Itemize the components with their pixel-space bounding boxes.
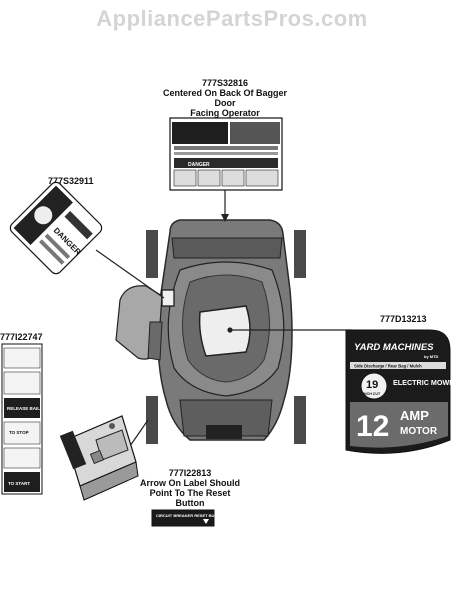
leader-dot <box>227 327 233 333</box>
leader-lines <box>95 190 352 447</box>
center-label-window <box>198 305 251 357</box>
part-777D13213-label: 777D13213 <box>380 314 427 324</box>
inch-cut-text: INCH CUT <box>363 392 381 396</box>
mtd-text: by MTD <box>424 354 439 359</box>
leader-arrowhead <box>221 214 229 222</box>
bagger-top <box>171 237 283 259</box>
switch-box <box>59 415 139 501</box>
electric-mower-text: ELECTRIC MOWER <box>393 378 460 387</box>
part-note-line: Centered On Back Of Bagger <box>162 88 288 98</box>
part-number: 777S32816 <box>201 78 249 88</box>
wheel-front-left <box>146 396 158 444</box>
part-note-line: Button <box>175 498 205 508</box>
cut-size-text: 19 <box>366 379 378 391</box>
wheel-rear-left <box>146 230 158 278</box>
front-slot <box>206 425 242 439</box>
part-note-line: Arrow On Label Should <box>139 478 240 488</box>
chute-hinge <box>147 321 163 361</box>
release-bail-text: RELEASE BAIL <box>7 406 40 411</box>
wheel-front-right <box>294 396 306 444</box>
part-777I22747-label: 777I22747 <box>0 332 43 342</box>
decal-777S32911: DANGER <box>9 181 103 275</box>
deck-small-label <box>161 289 175 307</box>
wheel-rear-right <box>294 230 306 278</box>
part-note-line: Point To The Reset <box>149 488 231 498</box>
leader-777S32911 <box>95 249 165 299</box>
watermark: AppliancePartsPros.com <box>96 6 368 31</box>
amp-word-text: AMP <box>400 408 429 423</box>
to-stop-text: TO STOP <box>9 430 29 435</box>
decal-circuit-breaker: CIRCUIT BREAKER RESET BUTTON <box>151 509 225 527</box>
leader-777I22813 <box>129 419 149 447</box>
front-bumper <box>179 399 273 437</box>
yard-machines-text: YARD MACHINES <box>354 342 434 353</box>
part-777S32911-label: 777S32911 <box>48 176 94 186</box>
motor-word-text: MOTOR <box>400 426 438 437</box>
decal-777S32816: DANGER <box>169 117 283 191</box>
part-note-line: Door <box>214 98 236 108</box>
to-start-text: TO START <box>8 481 30 486</box>
part-777I22813-label: 777I22813 Arrow On Label Should Point To… <box>120 468 260 508</box>
amp-value-text: 12 <box>356 410 389 443</box>
circuit-breaker-text: CIRCUIT BREAKER RESET BUTTON <box>156 513 225 518</box>
side-discharge-text: Side Discharge / Rear Bag / Mulch <box>354 364 422 369</box>
part-note-line: Facing Operator <box>190 108 260 118</box>
decal-777I22747: RELEASE BAIL TO STOP TO START <box>1 343 43 495</box>
decal-777D13213: YARD MACHINES by MTD Side Discharge / Re… <box>345 329 460 454</box>
part-number: 777I22813 <box>168 468 212 478</box>
decal-danger-text: DANGER <box>188 162 210 168</box>
part-777S32816-label: 777S32816 Centered On Back Of Bagger Doo… <box>150 78 300 118</box>
mower-illustration <box>115 219 306 444</box>
